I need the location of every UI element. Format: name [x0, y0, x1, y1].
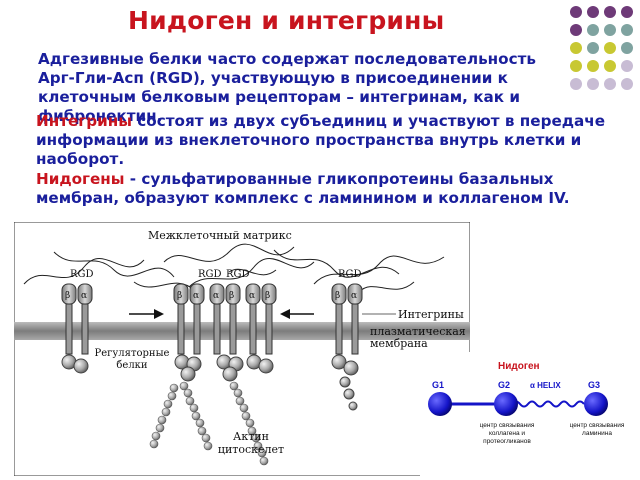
transmembrane-stalk	[213, 303, 221, 355]
beta-label: β	[265, 291, 270, 301]
g1-domain	[428, 392, 452, 416]
integrin-diagram: Межклеточный матрикс RGD β α RGD β α	[14, 222, 470, 476]
alpha-label: α	[249, 291, 255, 301]
decor-dot	[587, 42, 599, 54]
integrin-receptor: α β	[245, 283, 277, 374]
decor-dot	[570, 6, 582, 18]
decor-dot	[587, 24, 599, 36]
g3-caption: центр связывания ламинина	[569, 422, 625, 437]
actin-filament	[229, 381, 269, 466]
helix-label: α HELIX	[530, 381, 561, 390]
decor-dot	[621, 6, 633, 18]
paragraph-nidogens: Нидогены - сульфатированные гликопротеин…	[36, 170, 626, 208]
integrin-receptor: RGD β α	[173, 269, 222, 355]
decor-dot	[587, 6, 599, 18]
decor-dot	[587, 60, 599, 72]
arrow-left-icon	[280, 309, 314, 319]
regulatory-protein	[331, 354, 347, 370]
regulatory-protein-cluster	[174, 354, 244, 382]
alpha-label: α	[193, 291, 199, 301]
regulatory-protein	[258, 358, 274, 374]
transmembrane-stalk	[265, 303, 273, 355]
rgd-label: RGD	[226, 269, 250, 280]
term-integrins: Интегрины	[36, 112, 132, 130]
matrix-fibers	[23, 243, 445, 293]
decor-dot	[570, 24, 582, 36]
term-nidogens: Нидогены	[36, 170, 125, 188]
rgd-label: RGD	[198, 269, 222, 280]
nidogen-title: Нидоген	[498, 361, 540, 372]
alpha-label: α	[351, 291, 357, 301]
integrins-label: Интегрины	[398, 308, 464, 321]
alpha-helix-segment	[511, 400, 585, 408]
alpha-label: α	[213, 291, 219, 301]
decor-dot	[621, 78, 633, 90]
rgd-label: RGD	[70, 269, 94, 280]
transmembrane-stalk	[229, 303, 237, 355]
transmembrane-stalk	[81, 303, 89, 355]
g2-caption: центр связывания коллагена и протеоглика…	[479, 422, 535, 445]
decor-dot	[587, 78, 599, 90]
actin-label-box: Актин цитоскелет	[217, 430, 285, 456]
regulatory-protein	[73, 358, 89, 374]
alpha-label: α	[81, 291, 87, 301]
g1-label: G1	[432, 380, 444, 390]
beta-label: β	[177, 291, 182, 301]
decor-dot	[604, 24, 616, 36]
actin-filament	[149, 381, 213, 451]
beta-label: β	[65, 291, 70, 301]
integrin-receptor: RGD α β	[209, 269, 250, 355]
integrin-receptor: RGD β α	[331, 269, 363, 411]
g3-domain	[584, 392, 608, 416]
transmembrane-stalk	[249, 303, 257, 355]
decor-dot	[621, 42, 633, 54]
transmembrane-stalk	[335, 303, 343, 355]
transmembrane-stalk	[193, 303, 201, 355]
paragraph-integrins-text: состоят из двух субъединиц и участвуют в…	[36, 112, 605, 168]
g3-caption-box: центр связывания ламинина	[569, 422, 625, 437]
regulatory-proteins-label: Регуляторные белки	[94, 348, 170, 371]
regulatory-protein	[343, 360, 359, 376]
integrin-receptor: RGD β α	[61, 269, 94, 374]
decor-dot	[570, 60, 582, 72]
beta-label: β	[229, 291, 234, 301]
slide-title: Нидоген и интегрины	[128, 6, 445, 35]
g2-caption-box: центр связывания коллагена и протеоглика…	[479, 422, 535, 445]
rgd-label: RGD	[338, 269, 362, 280]
nidogen-diagram: Нидоген G1 G2 G3 α HELIX центр связывани…	[420, 352, 632, 476]
actin-cytoskeleton-label: Актин цитоскелет	[217, 430, 285, 456]
regulatory-protein	[348, 401, 358, 411]
arrow-right-icon	[129, 309, 164, 319]
decor-dot	[621, 24, 633, 36]
paragraph-integrins: Интегрины состоят из двух субъединиц и у…	[36, 112, 626, 169]
decor-dot	[604, 78, 616, 90]
decor-dot	[570, 78, 582, 90]
transmembrane-stalk	[65, 303, 73, 355]
regulatory-label-box: Регуляторные белки	[94, 348, 170, 371]
extracellular-matrix-label: Межклеточный матрикс	[148, 229, 292, 242]
g2-label: G2	[498, 380, 510, 390]
beta-label: β	[335, 291, 340, 301]
transmembrane-stalk	[351, 303, 359, 355]
decor-dot	[604, 6, 616, 18]
decor-dot	[621, 60, 633, 72]
regulatory-protein	[343, 388, 355, 400]
regulatory-protein	[339, 376, 351, 388]
membrane-label-box: плазматическая мембрана	[370, 326, 466, 350]
decor-dot	[604, 60, 616, 72]
paragraph-rgd: Адгезивные белки часто содержат последов…	[38, 50, 537, 125]
transmembrane-stalk	[177, 303, 185, 355]
decorative-dot-grid	[566, 4, 640, 104]
g3-label: G3	[588, 380, 600, 390]
paragraph-nidogens-text: - сульфатированные гликопротеины базальн…	[36, 170, 570, 207]
membrane-label: плазматическая мембрана	[370, 326, 466, 350]
diagram-frame	[14, 222, 470, 476]
g2-domain	[494, 392, 518, 416]
decor-dot	[604, 42, 616, 54]
decor-dot	[570, 42, 582, 54]
